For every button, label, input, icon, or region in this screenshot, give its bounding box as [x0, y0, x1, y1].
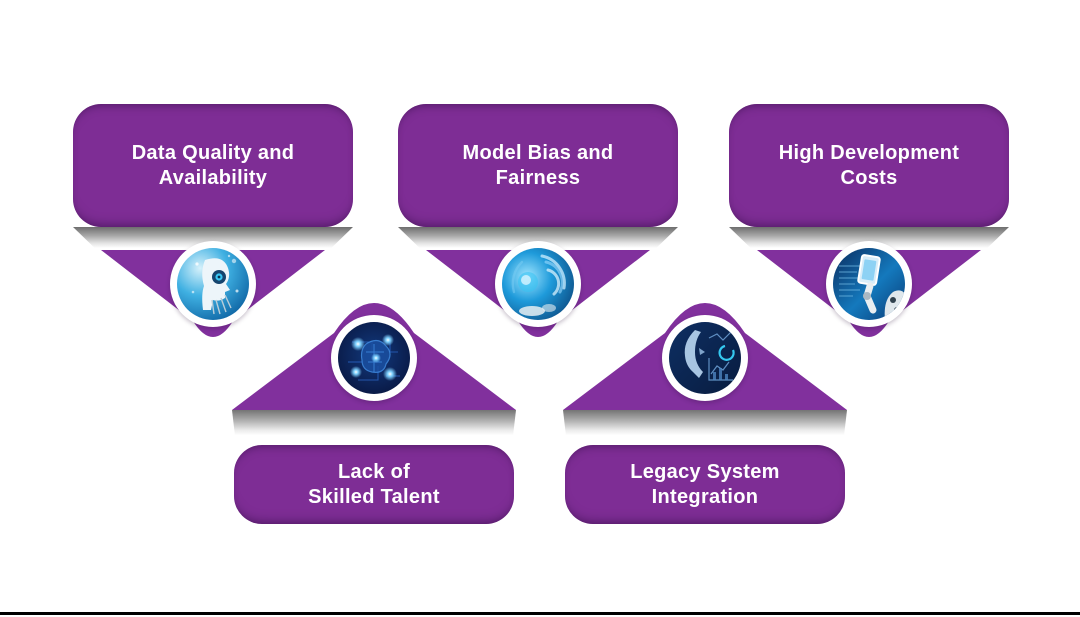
card-development-costs: High Development Costs: [729, 104, 1009, 227]
robot-hand-tablet-image: [833, 248, 905, 320]
card-legacy-integration-line2: Integration: [651, 485, 759, 508]
card-skilled-talent-line2: Skilled Talent: [308, 485, 440, 508]
card-model-bias-line1: Model Bias and: [462, 141, 614, 164]
card-legacy-integration: Legacy System Integration: [565, 445, 845, 524]
card-development-costs-line2: Costs: [840, 166, 898, 189]
card-legacy-integration-line1: Legacy System: [630, 460, 780, 483]
circuit-brain-image: [338, 322, 410, 394]
mirror-band: [232, 410, 516, 437]
ai-robot-head-image: [177, 248, 249, 320]
data-rings-image: [502, 248, 574, 320]
card-skilled-talent: Lack of Skilled Talent: [234, 445, 514, 524]
image-circle: [662, 315, 748, 401]
digital-face-chart-image: [669, 322, 741, 394]
card-development-costs-label: High Development Costs: [779, 141, 959, 191]
card-data-quality-label: Data Quality and Availability: [132, 141, 295, 191]
card-model-bias-line2: Fairness: [495, 166, 581, 189]
mirror-band: [563, 410, 847, 437]
card-skilled-talent-line1: Lack of: [337, 460, 411, 483]
mirror-band: [398, 227, 678, 250]
card-model-bias: Model Bias and Fairness: [398, 104, 678, 227]
card-model-bias-label: Model Bias and Fairness: [463, 141, 614, 191]
card-data-quality-line1: Data Quality and: [131, 141, 295, 164]
card-legacy-integration-label: Legacy System Integration: [630, 460, 780, 510]
card-skilled-talent-label: Lack of Skilled Talent: [308, 460, 440, 510]
footer-divider-line: [0, 612, 1080, 615]
card-data-quality: Data Quality and Availability: [73, 104, 353, 227]
image-circle: [826, 241, 912, 327]
card-development-costs-line1: High Development: [778, 141, 960, 164]
mirror-band: [73, 227, 353, 250]
card-data-quality-line2: Availability: [158, 166, 268, 189]
image-circle: [495, 241, 581, 327]
mirror-band: [729, 227, 1009, 250]
image-circle: [331, 315, 417, 401]
image-circle: [170, 241, 256, 327]
